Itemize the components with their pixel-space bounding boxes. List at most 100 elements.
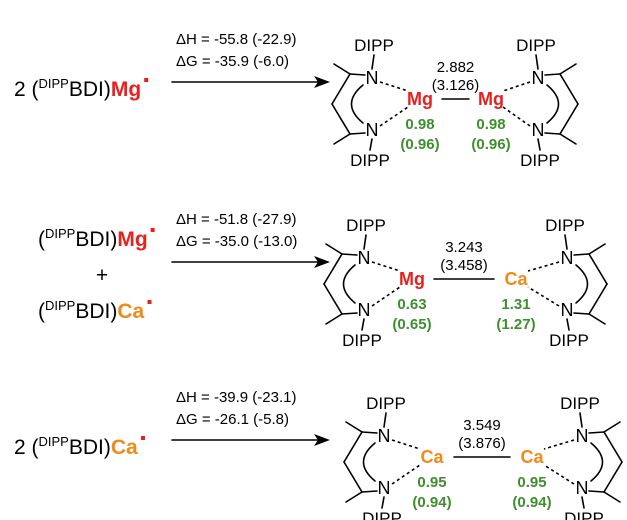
- methyl-bond: [345, 421, 363, 433]
- enthalpy-label: ΔH = -39.9 (-23.1): [176, 389, 296, 406]
- n-metal-dative-bond: [391, 464, 421, 485]
- n-dipp-bond: [381, 496, 385, 509]
- ring-bond: [588, 490, 605, 493]
- nitrogen-atom: N: [358, 248, 371, 268]
- ring-bond: [349, 73, 366, 76]
- n-metal-dative-bond: [371, 286, 401, 307]
- ring-bond: [573, 312, 590, 315]
- n-metal-dative-bond: [543, 439, 575, 450]
- delocalised-arc: [350, 84, 364, 124]
- bond-length: 2.882: [437, 59, 475, 76]
- metal-atom-left: Ca: [420, 447, 444, 467]
- charge-right: 0.98: [476, 116, 505, 133]
- ring-bond: [588, 283, 608, 315]
- ring-bond: [544, 132, 561, 135]
- nitrogen-atom: N: [378, 426, 391, 446]
- nitrogen-atom: N: [532, 120, 545, 140]
- free-energy-label: ΔG = -35.0 (-13.0): [176, 233, 297, 250]
- nitrogen-atom: N: [576, 478, 589, 498]
- charge-left-secondary: (0.94): [412, 494, 451, 511]
- n-dipp-bond: [535, 54, 539, 70]
- delocalised-arc: [362, 442, 376, 482]
- charge-right-secondary: (0.94): [512, 494, 551, 511]
- n-metal-dative-bond: [379, 106, 409, 127]
- nitrogen-atom: N: [366, 120, 379, 140]
- n-metal-dative-bond: [527, 286, 560, 307]
- methyl-bond: [588, 243, 606, 255]
- ring-bond: [588, 431, 605, 434]
- methyl-bond: [588, 313, 606, 325]
- ring-bond: [323, 283, 343, 315]
- enthalpy-label: ΔH = -51.8 (-27.9): [176, 211, 296, 228]
- bond-length-secondary: (3.876): [458, 435, 506, 452]
- methyl-bond: [559, 63, 577, 75]
- reactant: 2 (DIPPBDI)Mg: [14, 76, 149, 101]
- nitrogen-atom: N: [561, 248, 574, 268]
- reactant-1: (DIPPBDI)Mg: [38, 226, 155, 251]
- ring-bond: [341, 312, 358, 315]
- plus-sign: +: [96, 264, 108, 287]
- ring-bond: [343, 431, 363, 463]
- n-dipp-bond: [566, 318, 570, 331]
- methyl-bond: [333, 63, 351, 75]
- metal-atom-right: Mg: [478, 89, 504, 109]
- radical-dot: [144, 78, 149, 82]
- arrow-head: [314, 434, 330, 446]
- charge-left: 0.63: [397, 296, 426, 313]
- n-dipp-bond: [564, 234, 568, 250]
- methyl-bond: [333, 133, 351, 145]
- dipp-substituent: DIPP: [516, 36, 556, 55]
- ring-bond: [559, 73, 579, 105]
- n-metal-dative-bond: [379, 81, 409, 92]
- ring-bond: [559, 103, 579, 135]
- reactant-formula: (DIPPBDI)Mg: [38, 226, 148, 251]
- n-metal-dative-bond: [502, 106, 531, 127]
- nitrogen-atom: N: [378, 478, 391, 498]
- ring-bond: [588, 253, 608, 285]
- charge-right: 0.95: [517, 474, 546, 491]
- methyl-bond: [603, 421, 621, 433]
- nitrogen-atom: N: [358, 300, 371, 320]
- ring-bond: [343, 461, 363, 493]
- n-metal-dative-bond: [391, 439, 421, 450]
- ring-bond: [361, 431, 378, 434]
- dipp-substituent: DIPP: [520, 151, 560, 170]
- radical-dot: [141, 436, 146, 440]
- free-energy-label: ΔG = -35.9 (-6.0): [176, 53, 289, 70]
- nitrogen-atom: N: [532, 68, 545, 88]
- bond-length-secondary: (3.126): [432, 77, 480, 94]
- ring-bond: [544, 73, 561, 76]
- methyl-bond: [603, 491, 621, 503]
- n-dipp-bond: [383, 412, 387, 428]
- reactant-formula: 2 (DIPPBDI)Ca: [14, 434, 138, 459]
- ring-bond: [603, 431, 623, 463]
- n-dipp-bond: [581, 496, 585, 509]
- ring-bond: [331, 103, 351, 135]
- charge-left: 0.98: [405, 116, 434, 133]
- nitrogen-atom: N: [561, 300, 574, 320]
- dipp-substituent: DIPP: [545, 216, 585, 235]
- charge-left: 0.95: [417, 474, 446, 491]
- nitrogen-atom: N: [366, 68, 379, 88]
- methyl-bond: [325, 243, 343, 255]
- dipp-substituent: DIPP: [342, 331, 382, 350]
- dipp-substituent: DIPP: [362, 509, 402, 520]
- nitrogen-atom: N: [576, 426, 589, 446]
- charge-right-secondary: (1.27): [496, 316, 535, 333]
- reactant-formula: (DIPPBDI)Ca: [38, 298, 145, 323]
- ring-bond: [361, 490, 378, 493]
- ring-bond: [331, 73, 351, 105]
- metal-atom-right: Ca: [520, 447, 544, 467]
- reactant-formula: 2 (DIPPBDI)Mg: [14, 76, 141, 101]
- delocalised-arc: [342, 264, 356, 304]
- metal-atom-left: Mg: [399, 269, 425, 289]
- n-dipp-bond: [371, 54, 375, 70]
- n-dipp-bond: [537, 138, 541, 151]
- ring-bond: [349, 132, 366, 135]
- dipp-substituent: DIPP: [354, 36, 394, 55]
- dipp-substituent: DIPP: [346, 216, 386, 235]
- charge-left-secondary: (0.65): [392, 316, 431, 333]
